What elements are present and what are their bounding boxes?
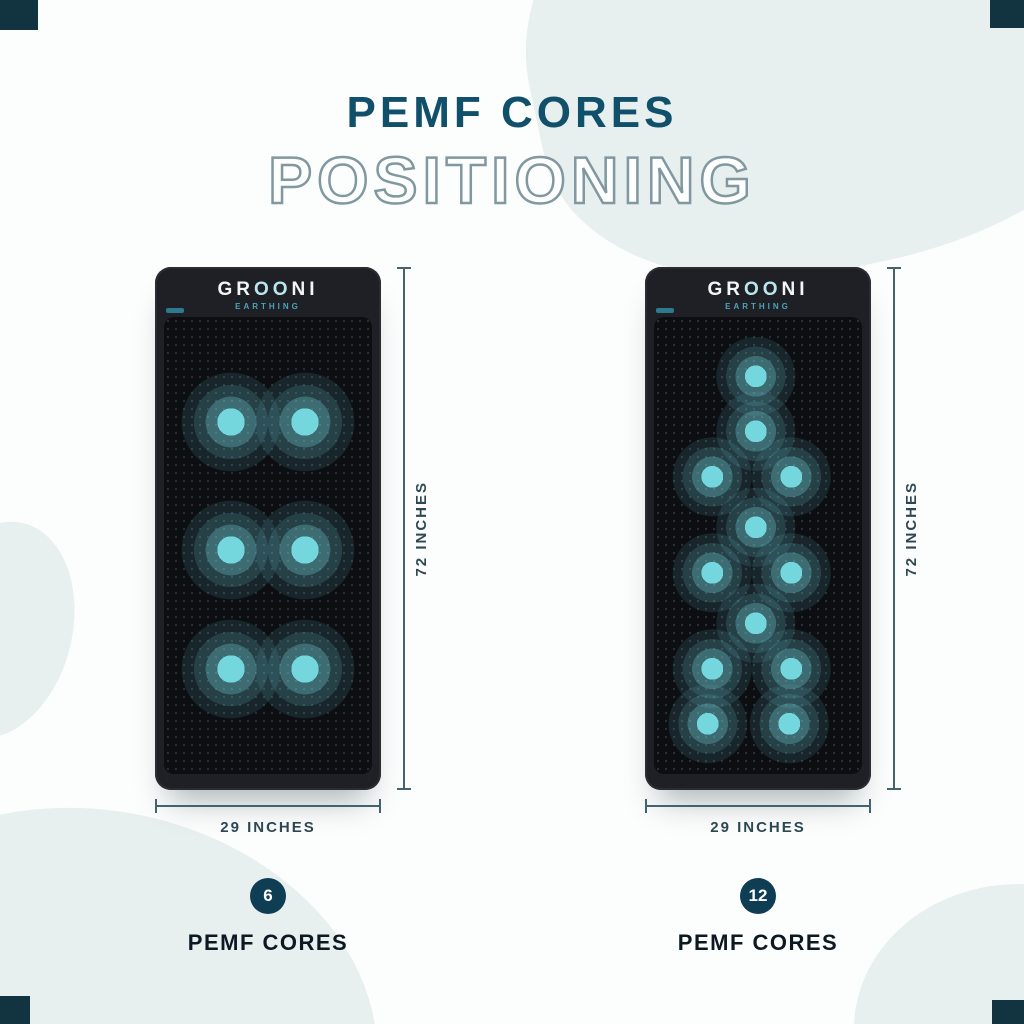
brand-subtitle: EARTHING — [235, 302, 301, 311]
brand-name: GROONI — [217, 279, 319, 300]
height-dimension-label: 72 INCHES — [413, 480, 430, 577]
connector-tab — [656, 308, 674, 313]
height-dimension-line — [887, 267, 901, 790]
corner-accent-top-left — [0, 0, 38, 30]
corner-accent-bottom-left — [0, 996, 30, 1024]
pemf-core — [236, 353, 372, 492]
pemf-mat: GROONI EARTHING — [155, 267, 381, 790]
core-count-badge: 12 — [740, 878, 776, 914]
pemf-core — [236, 599, 372, 738]
core-count-badge: 6 — [250, 878, 286, 914]
core-count-label: PEMF CORES — [677, 930, 839, 955]
corner-accent-top-right — [990, 0, 1024, 28]
brand-logo: GROONI EARTHING — [155, 279, 381, 311]
connector-tab — [166, 308, 184, 313]
page-header: PEMF CORES POSITIONING — [0, 88, 1024, 218]
brand-logo: GROONI EARTHING — [645, 279, 871, 311]
mat-surface — [654, 317, 862, 774]
core-count-badge-row: 12 — [645, 878, 871, 914]
mat-group-6-cores: GROONI EARTHING 72 INCHES 29 INCHES 6 PE… — [145, 267, 455, 982]
height-dimension-label: 72 INCHES — [903, 480, 920, 577]
corner-accent-bottom-right — [992, 1000, 1024, 1024]
width-dimension-line — [645, 799, 871, 813]
mat-surface — [164, 317, 372, 774]
pemf-core — [733, 668, 845, 774]
core-count-label: PEMF CORES — [187, 930, 349, 955]
height-dimension-line — [397, 267, 411, 790]
core-count-badge-row: 6 — [155, 878, 381, 914]
pemf-mat: GROONI EARTHING — [645, 267, 871, 790]
title-line2: POSITIONING — [267, 142, 756, 219]
brand-subtitle: EARTHING — [725, 302, 791, 311]
pemf-core — [236, 481, 372, 620]
width-dimension-label: 29 INCHES — [220, 819, 316, 836]
brand-name: GROONI — [707, 279, 809, 300]
title-line1: PEMF CORES — [346, 88, 678, 137]
width-dimension-label: 29 INCHES — [710, 819, 806, 836]
mat-group-12-cores: GROONI EARTHING 72 INCHES 29 INCHES 12 P… — [635, 267, 945, 982]
width-dimension-line — [155, 799, 381, 813]
background-blob-left — [0, 505, 97, 755]
